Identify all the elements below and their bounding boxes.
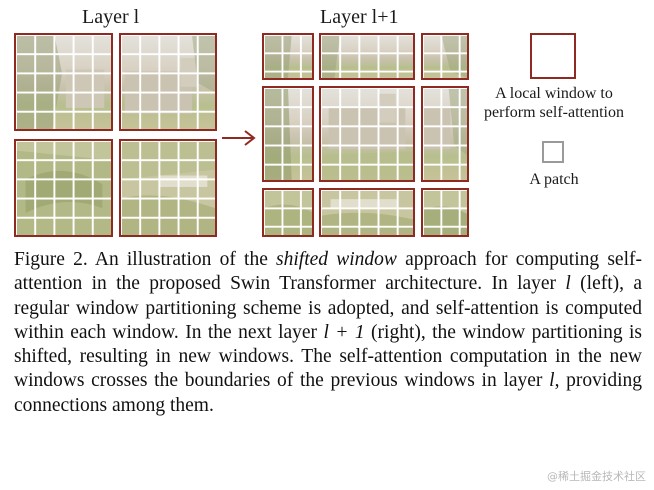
legend-window-label: A local window to perform self-attention (470, 84, 638, 122)
layer-l1-window-r3c3 (421, 188, 469, 237)
legend-window-label-line1: A local window to (495, 85, 613, 102)
legend-window-label-line2: perform self-attention (484, 104, 624, 121)
caption-body-1: approach for computing self-attention in… (14, 249, 642, 295)
legend-window-swatch (530, 33, 576, 79)
caption-layer-var-end: l (549, 370, 555, 392)
layer-l-window-bottom-right (119, 139, 217, 237)
caption-layer-var: l (565, 273, 571, 295)
layer-l1-window-r1c1 (262, 33, 314, 80)
layer-l-window-top-left (14, 33, 113, 131)
caption-emphasis: shifted window (276, 249, 397, 270)
layer-l-title: Layer l (82, 6, 140, 28)
legend-patch-swatch (542, 141, 564, 163)
arrow-right-icon (222, 130, 256, 146)
layer-l1-window-r2c3 (421, 86, 469, 182)
layer-l-window-bottom-left (14, 139, 113, 237)
layer-l1-window-r1c3 (421, 33, 469, 80)
caption-body-2: (left), a regular window partitioning sc… (14, 273, 642, 343)
legend-patch-label: A patch (529, 171, 579, 188)
watermark: @稀土掘金技术社区 (547, 470, 646, 483)
caption-body-4: , providing connections among them. (14, 370, 642, 416)
layer-l-plus-1-title: Layer l+1 (320, 6, 399, 28)
layer-l1-window-r2c2 (319, 86, 415, 182)
layer-l1-window-r3c2 (319, 188, 415, 237)
layer-l1-window-r3c1 (262, 188, 314, 237)
layer-l1-window-r2c1 (262, 86, 314, 182)
layer-l-window-top-right (119, 33, 217, 131)
caption-body-3: (right), the window partitioning is shif… (14, 321, 643, 392)
figure-caption: Figure 2. An illustration of the shifted… (14, 248, 642, 418)
caption-layer-var-next: l + 1 (323, 321, 365, 343)
caption-prefix: Figure 2. An illustration of the (14, 249, 277, 270)
layer-l1-window-r1c2 (319, 33, 415, 80)
